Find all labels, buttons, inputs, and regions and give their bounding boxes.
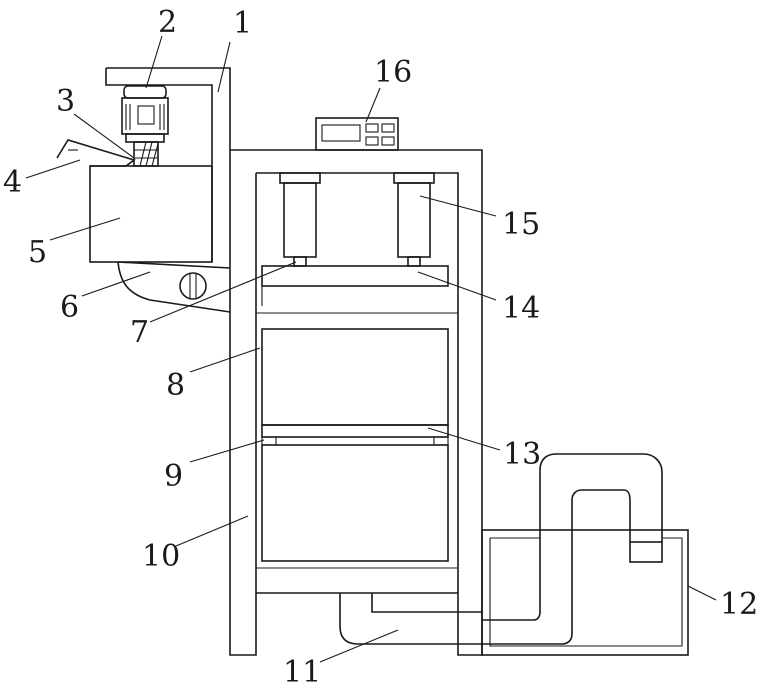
- callout-11: 11: [283, 655, 321, 688]
- collection-tank: [482, 530, 688, 655]
- cylinder-right: [394, 173, 434, 266]
- callout-15: 15: [502, 207, 540, 242]
- callout-5: 5: [28, 235, 47, 270]
- coupling: [134, 142, 158, 166]
- callout-4: 4: [3, 165, 22, 200]
- press-plate: [262, 266, 448, 306]
- callout-14: 14: [502, 291, 540, 326]
- pipe: [340, 454, 662, 644]
- filter-plate: [262, 425, 448, 437]
- motor: [122, 86, 168, 142]
- cylinder-left: [280, 173, 320, 266]
- callout-6: 6: [60, 290, 79, 325]
- bracket: [262, 437, 448, 445]
- callout-2: 2: [158, 5, 177, 40]
- callout-9: 9: [164, 459, 183, 494]
- upper-compartment: [262, 329, 448, 425]
- callout-10: 10: [142, 539, 180, 574]
- callout-3: 3: [56, 84, 75, 119]
- crushing-box: [90, 166, 212, 262]
- callout-1: 1: [233, 6, 252, 41]
- discharge-hopper: [118, 262, 230, 312]
- lower-compartment: [262, 445, 448, 561]
- feed-chute: [57, 140, 134, 166]
- controller: [316, 118, 398, 150]
- callout-8: 8: [166, 368, 185, 403]
- callout-12: 12: [720, 587, 758, 622]
- main-frame: [230, 150, 482, 655]
- callout-13: 13: [503, 437, 541, 472]
- callout-16: 16: [374, 55, 412, 90]
- callout-7: 7: [130, 315, 149, 350]
